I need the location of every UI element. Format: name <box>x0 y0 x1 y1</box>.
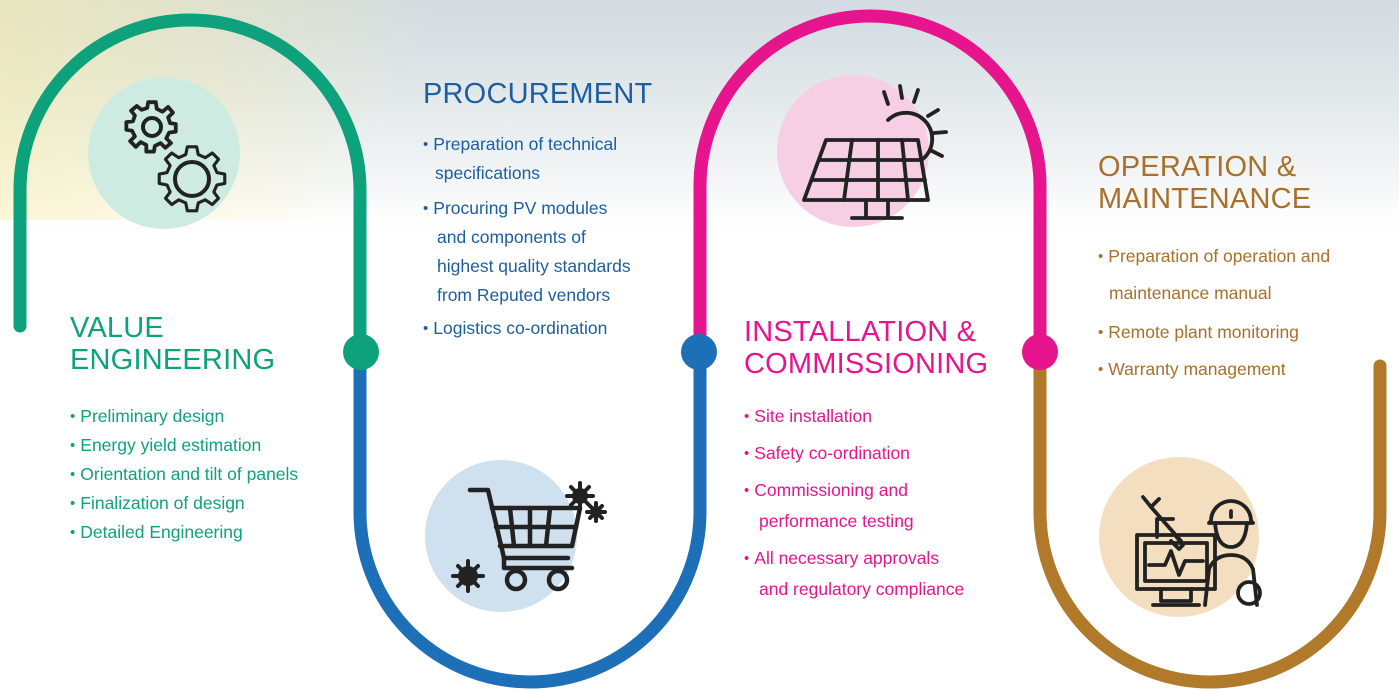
list-item: •Preparation of operation and maintenanc… <box>1098 242 1330 308</box>
list-item-text: Preliminary design <box>80 406 225 426</box>
procurement-list: •Preparation of technical specifications… <box>423 130 631 343</box>
bullet: • <box>70 437 76 454</box>
bullet: • <box>423 320 429 337</box>
list-item-text: Detailed Engineering <box>80 522 243 542</box>
list-item: •Remote plant monitoring <box>1098 318 1330 347</box>
list-item-text: Preparation of technical <box>433 134 618 154</box>
list-item-text: Energy yield estimation <box>80 435 262 455</box>
list-item: •Safety co-ordination <box>744 439 964 468</box>
flow-segment-pink <box>693 9 1047 352</box>
list-item: •Warranty management <box>1098 355 1330 384</box>
list-item-text: Safety co-ordination <box>754 443 910 463</box>
heading-line: MAINTENANCE <box>1098 183 1312 215</box>
list-item-text: Commissioning and <box>754 480 908 500</box>
value-engineering-list: •Preliminary design •Energy yield estima… <box>70 402 298 547</box>
list-item-text: All necessary approvals <box>754 548 940 568</box>
flow-segment-blue <box>353 352 707 689</box>
list-item-text: from Reputed vendors <box>437 285 611 305</box>
installation-commissioning-heading: INSTALLATION & COMMISSIONING <box>744 316 988 380</box>
list-item: •Preparation of technical specifications <box>423 130 631 188</box>
heading-line: INSTALLATION & <box>744 316 977 348</box>
list-item-text: and regulatory compliance <box>759 579 965 599</box>
procurement-heading: PROCUREMENT <box>423 78 652 110</box>
list-item: •Detailed Engineering <box>70 518 298 547</box>
gears-icon <box>124 100 227 213</box>
bullet: • <box>744 445 750 462</box>
list-item-text: Preparation of operation and <box>1108 246 1331 266</box>
list-item-text: Remote plant monitoring <box>1108 322 1299 342</box>
operation-maintenance-list: •Preparation of operation and maintenanc… <box>1098 242 1330 384</box>
list-item-text: Logistics co-ordination <box>433 318 608 338</box>
bullet: • <box>744 482 750 499</box>
list-item-text: highest quality standards <box>437 256 631 276</box>
bullet: • <box>423 136 429 153</box>
list-item-text: specifications <box>435 163 541 183</box>
list-item: •Commissioning and performance testing <box>744 476 964 536</box>
bullet: • <box>70 495 76 512</box>
list-item: •Finalization of design <box>70 489 298 518</box>
bullet: • <box>744 408 750 425</box>
heading-line: PROCUREMENT <box>423 78 653 110</box>
list-item-text: maintenance manual <box>1109 283 1272 303</box>
list-item-text: Orientation and tilt of panels <box>80 464 299 484</box>
bullet: • <box>70 524 76 541</box>
list-item: •Preliminary design <box>70 402 298 431</box>
technician-monitor-icon <box>1135 495 1262 607</box>
value-engineering-heading: VALUE ENGINEERING <box>70 312 275 376</box>
flow-segment-brown <box>1033 345 1387 689</box>
list-item-text: Site installation <box>754 406 872 426</box>
connector-dot-pink <box>1022 334 1058 370</box>
solar-panel-icon <box>802 84 948 220</box>
list-item-text: and components of <box>437 227 586 247</box>
list-item-text: Procuring PV modules <box>433 198 608 218</box>
bullet: • <box>70 408 76 425</box>
operation-maintenance-heading: OPERATION & MAINTENANCE <box>1098 151 1311 215</box>
list-item-text: performance testing <box>759 511 914 531</box>
list-item: •Orientation and tilt of panels <box>70 460 298 489</box>
list-item: •Logistics co-ordination <box>423 314 631 343</box>
list-item-text: Warranty management <box>1108 359 1286 379</box>
list-item: •All necessary approvals and regulatory … <box>744 544 964 604</box>
bullet: • <box>744 550 750 567</box>
heading-line: ENGINEERING <box>70 344 276 376</box>
installation-commissioning-list: •Site installation •Safety co-ordination… <box>744 402 964 604</box>
list-item: •Energy yield estimation <box>70 431 298 460</box>
bullet: • <box>70 466 76 483</box>
connector-dot-green <box>343 334 379 370</box>
bullet: • <box>423 200 429 217</box>
heading-line: OPERATION & <box>1098 151 1297 183</box>
bullet: • <box>1098 324 1104 341</box>
bullet: • <box>1098 248 1104 265</box>
list-item: •Site installation <box>744 402 964 431</box>
connector-dot-blue <box>681 334 717 370</box>
list-item: •Procuring PV modules and components of … <box>423 194 631 310</box>
bullet: • <box>1098 361 1104 378</box>
flow-segment-green <box>13 13 367 359</box>
heading-line: COMMISSIONING <box>744 348 989 380</box>
shopping-cart-icon <box>451 481 607 593</box>
heading-line: VALUE <box>70 312 164 344</box>
list-item-text: Finalization of design <box>80 493 245 513</box>
